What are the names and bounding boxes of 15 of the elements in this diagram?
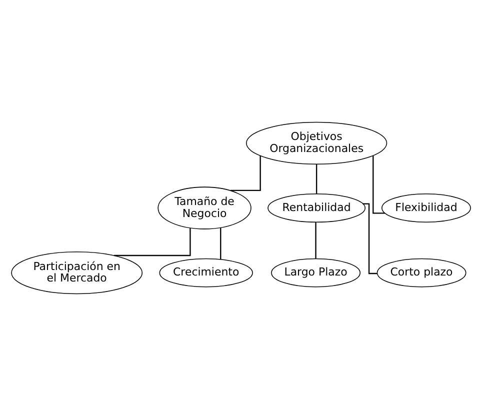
node-ellipse: Objetivos Organizacionales — [246, 122, 388, 165]
node-ellipse: Crecimiento — [159, 258, 253, 288]
connector — [220, 228, 222, 260]
connector — [114, 228, 191, 256]
node-ellipse: Participación en el Mercado — [11, 251, 143, 294]
connector — [372, 156, 385, 214]
connector — [362, 203, 378, 274]
connector — [315, 222, 316, 259]
connector — [230, 156, 261, 192]
connector — [316, 164, 318, 194]
node-ellipse: Tamaño de Negocio — [158, 186, 252, 230]
node-ellipse: Flexibilidad — [382, 194, 471, 222]
node-ellipse: Corto plazo — [376, 258, 466, 288]
node-ellipse: Largo Plazo — [271, 258, 360, 288]
node-ellipse: Rentabilidad — [268, 194, 366, 222]
